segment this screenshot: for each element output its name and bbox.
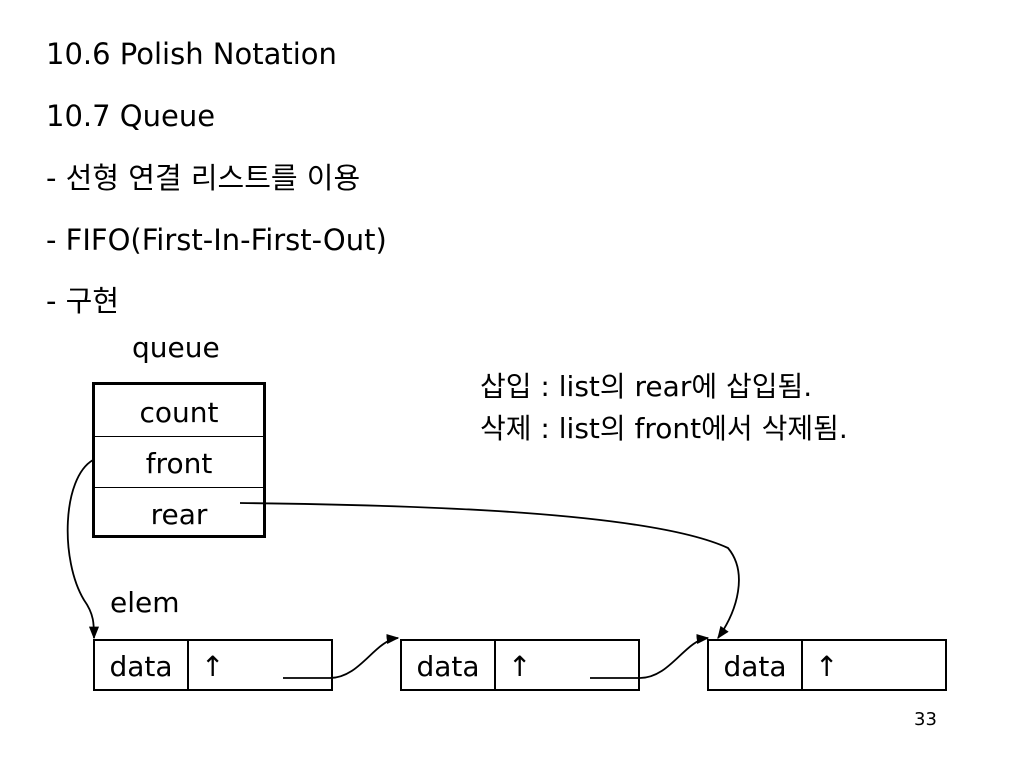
insert-note: 삽입 : list의 rear에 삽입됨.: [480, 370, 813, 403]
queue-label: queue: [132, 331, 220, 364]
list-node-3: data ↑: [707, 639, 947, 691]
elem-label: elem: [110, 586, 180, 619]
bullet-linked-list: - 선형 연결 리스트를 이용: [46, 161, 361, 195]
node-1-pointer: ↑: [201, 650, 225, 683]
node-2-data: data: [402, 641, 496, 689]
queue-struct-box: count front rear: [92, 382, 266, 538]
node-3-data: data: [709, 641, 803, 689]
rear-pointer-arrow: [239, 502, 740, 640]
delete-note: 삭제 : list의 front에서 삭제됨.: [480, 412, 848, 445]
node-2-pointer: ↑: [508, 650, 532, 683]
node-1-data: data: [95, 641, 189, 689]
queue-field-count: count: [95, 385, 263, 437]
page-number: 33: [914, 709, 937, 730]
queue-field-rear: rear: [150, 498, 208, 531]
front-pointer-arrow: [66, 459, 100, 640]
node-3-pointer: ↑: [815, 650, 839, 683]
list-node-2: data ↑: [400, 639, 640, 691]
bullet-fifo: - FIFO(First-In-First-Out): [46, 223, 387, 257]
heading-queue: 10.7 Queue: [46, 99, 216, 133]
queue-notes: 삽입 : list의 rear에 삽입됨. 삭제 : list의 front에서…: [480, 366, 848, 450]
heading-polish-notation: 10.6 Polish Notation: [46, 37, 337, 71]
list-node-1: data ↑: [93, 639, 333, 691]
bullet-implementation: - 구현: [46, 284, 120, 318]
queue-field-front: front: [95, 436, 263, 488]
